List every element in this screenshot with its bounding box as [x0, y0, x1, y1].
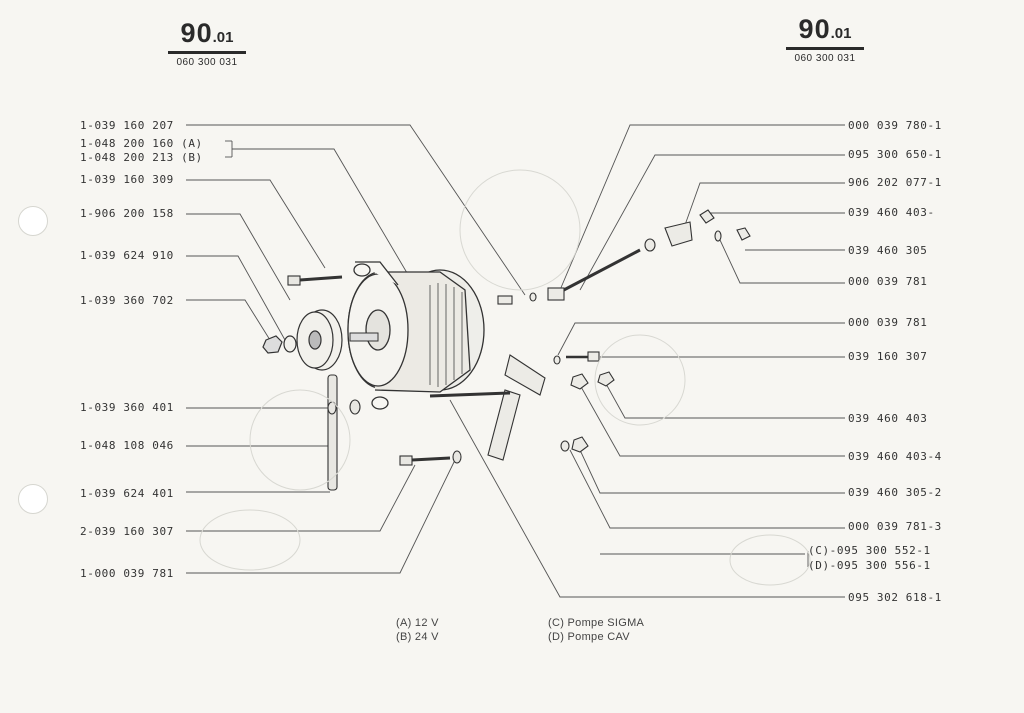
part-label-left: 1-048 200 160 (A) — [80, 137, 203, 150]
part-label-right: (D)-095 300 556-1 — [808, 559, 931, 572]
part-label-right: 039 460 403 — [848, 412, 928, 425]
part-label-right: 000 039 780-1 — [848, 119, 942, 132]
part-label-left: 1-039 160 309 — [80, 173, 174, 186]
part-label-left: 1-039 160 207 — [80, 119, 174, 132]
part-label-right: 000 039 781-3 — [848, 520, 942, 533]
page-number-main: 90 — [798, 14, 831, 44]
part-label-right: 095 302 618-1 — [848, 591, 942, 604]
part-label-left: 1-048 108 046 — [80, 439, 174, 452]
page-number-suffix: .01 — [212, 29, 234, 46]
part-label-right: 095 300 650-1 — [848, 148, 942, 161]
page-number-rule — [168, 51, 246, 54]
punch-hole-top — [18, 206, 48, 236]
legend-item-b: (B) 24 V — [396, 631, 439, 643]
part-label-left: 1-039 624 401 — [80, 487, 174, 500]
legend-pump: (C) Pompe SIGMA (D) Pompe CAV — [548, 616, 644, 644]
page-number-left: 90.01 060 300 031 — [168, 18, 246, 68]
page-number-suffix: .01 — [830, 25, 852, 42]
legend-item-d: (D) Pompe CAV — [548, 631, 630, 643]
page-code: 060 300 031 — [794, 53, 856, 64]
legend-item-a: (A) 12 V — [396, 617, 439, 629]
part-label-left: 1-906 200 158 — [80, 207, 174, 220]
part-label-right: 000 039 781 — [848, 275, 928, 288]
page-code: 060 300 031 — [176, 57, 238, 68]
part-label-right: 039 460 403- — [848, 206, 935, 219]
part-label-left: 1-048 200 213 (B) — [80, 151, 203, 164]
page-number-main: 90 — [180, 18, 213, 48]
part-label-left: 1-039 360 401 — [80, 401, 174, 414]
part-label-right: 039 460 305 — [848, 244, 928, 257]
legend-item-c: (C) Pompe SIGMA — [548, 617, 645, 629]
part-label-right: 039 460 305-2 — [848, 486, 942, 499]
part-label-right: 000 039 781 — [848, 316, 928, 329]
part-label-right: 039 160 307 — [848, 350, 928, 363]
page-number-rule — [786, 47, 864, 50]
part-label-left: 1-000 039 781 — [80, 567, 174, 580]
part-label-right: 906 202 077-1 — [848, 176, 942, 189]
punch-hole-bottom — [18, 484, 48, 514]
page-number-right: 90.01 060 300 031 — [786, 14, 864, 64]
part-label-left: 1-039 624 910 — [80, 249, 174, 262]
part-label-right: (C)-095 300 552-1 — [808, 544, 931, 557]
part-label-left: 1-039 360 702 — [80, 294, 174, 307]
part-label-left: 2-039 160 307 — [80, 525, 174, 538]
legend-voltage: (A) 12 V (B) 24 V — [396, 616, 439, 644]
part-label-right: 039 460 403-4 — [848, 450, 942, 463]
